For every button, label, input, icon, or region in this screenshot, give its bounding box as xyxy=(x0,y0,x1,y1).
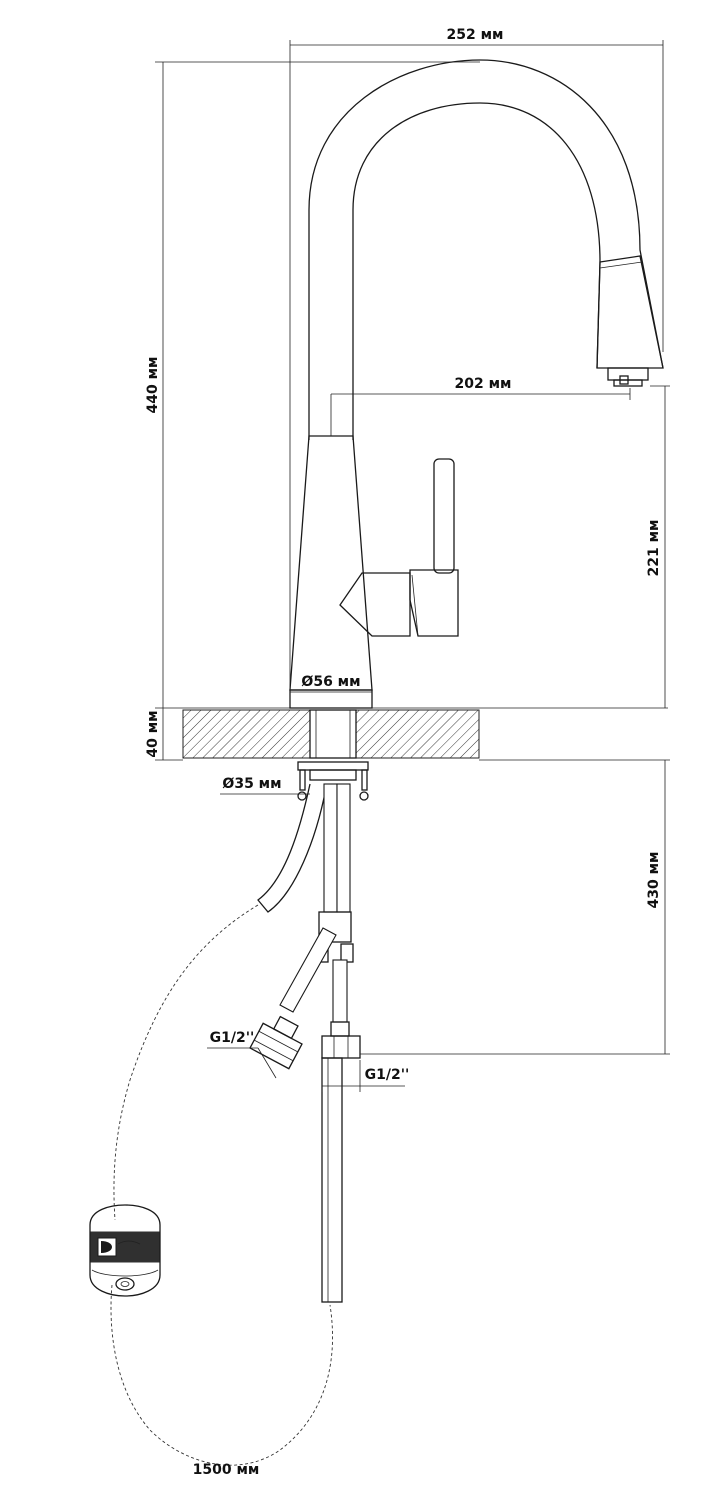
pullout-hose-path xyxy=(110,904,333,1466)
spout-inner xyxy=(352,102,601,440)
dimensions xyxy=(155,40,670,1092)
label-connection-left: G1/2'' xyxy=(210,1030,255,1046)
label-countertop-thickness: 40 мм xyxy=(145,710,161,757)
label-overall-width: 252 мм xyxy=(447,27,504,43)
pullout-hose xyxy=(257,783,327,913)
mounting-sleeve xyxy=(309,709,357,759)
counterweight-tube xyxy=(321,1057,343,1303)
label-spout-reach: 202 мм xyxy=(455,376,512,392)
connector-right xyxy=(321,1035,361,1059)
base-ring xyxy=(289,689,373,709)
label-spout-clearance: 221 мм xyxy=(646,520,662,577)
label-pullout-hose-length: 1500 мм xyxy=(193,1462,260,1478)
label-hose-length-below: 430 мм xyxy=(646,852,662,909)
lever-rod xyxy=(433,458,455,574)
handle-hub xyxy=(339,572,411,637)
pullout-head xyxy=(596,255,664,369)
label-mount-hole-diameter: Ø35 мм xyxy=(222,776,281,792)
dimension-labels: 252 мм 440 мм 202 мм 221 мм Ø56 мм 40 мм… xyxy=(145,27,662,1478)
label-connection-right: G1/2'' xyxy=(365,1067,410,1083)
mounting-kit xyxy=(297,761,369,801)
label-base-diameter: Ø56 мм xyxy=(301,674,360,690)
label-overall-height: 440 мм xyxy=(145,357,161,414)
spray-head xyxy=(89,1204,161,1297)
main-body xyxy=(289,435,373,691)
countertop-section xyxy=(182,709,480,759)
hoses xyxy=(249,783,361,1303)
spout-outer xyxy=(308,59,664,440)
